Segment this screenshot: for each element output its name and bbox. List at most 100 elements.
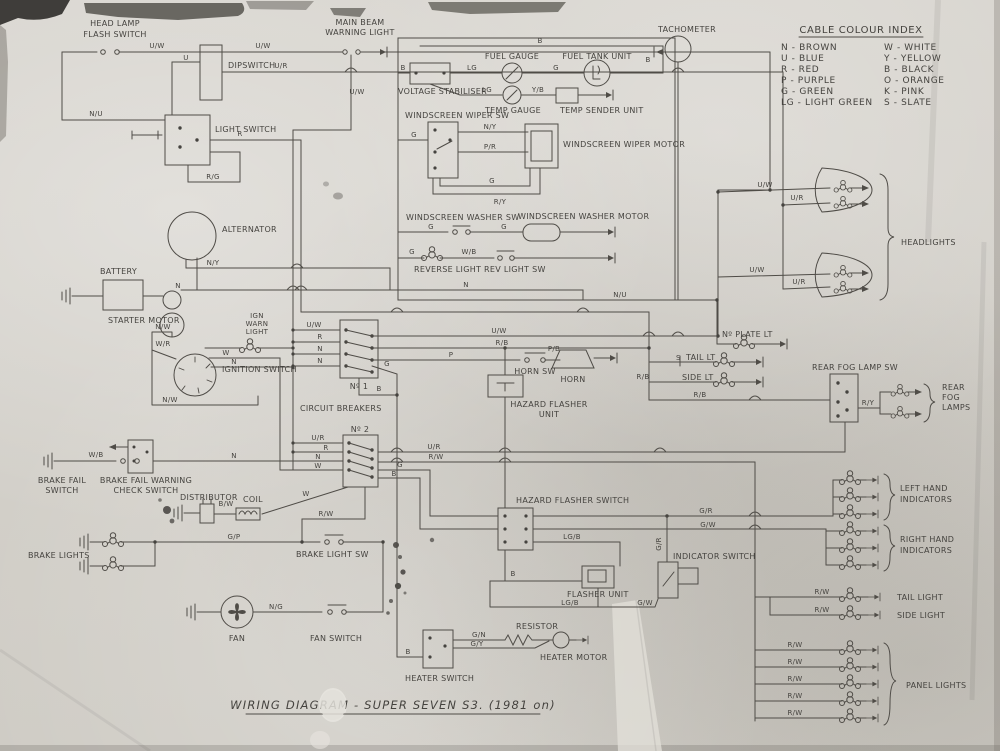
label-brake-lights: BRAKE LIGHTS xyxy=(28,551,90,560)
wire-label: R/W xyxy=(318,510,333,518)
label-ign-warn-light-3: LIGHT xyxy=(246,328,269,336)
label-fuel-gauge: FUEL GAUGE xyxy=(485,52,539,61)
index-entry: W - WHITE xyxy=(884,43,937,53)
label-windscreen-washer-motor: WINDSCREEN WASHER MOTOR xyxy=(518,212,649,221)
wire-label: LG/B xyxy=(563,533,581,541)
wire-label: P xyxy=(449,351,454,359)
label-main-beam-warning-light: MAIN BEAM xyxy=(336,18,385,27)
label-fan-switch: FAN SWITCH xyxy=(310,634,362,643)
wire-label: G/W xyxy=(700,521,716,529)
wire-label: G xyxy=(501,223,507,231)
label-indicator-switch: INDICATOR SWITCH xyxy=(673,552,756,561)
wire-label: G/R xyxy=(699,507,713,515)
label-tail-light: TAIL LIGHT xyxy=(896,593,943,602)
ink-stains xyxy=(158,181,435,615)
wire-label: U/R xyxy=(427,443,440,451)
wire-label: W xyxy=(314,462,321,470)
index-entry: Y - YELLOW xyxy=(883,54,941,64)
index-entry: LG - LIGHT GREEN xyxy=(781,98,873,108)
wire-label: B xyxy=(405,648,410,656)
label-horn-sw: HORN SW xyxy=(514,367,556,376)
wire-code-labels: U/W U/W U U/R N/U R R/G U/W B B LG G B L… xyxy=(89,37,875,717)
wire-label: P/B xyxy=(548,345,560,353)
wire-label: G xyxy=(489,177,495,185)
wire-label: G xyxy=(411,131,417,139)
paper-tear-blotch xyxy=(320,690,346,720)
label-left-hand-indicators: LEFT HAND xyxy=(900,484,948,493)
wire-label: G/W xyxy=(637,599,653,607)
index-entry: N - BROWN xyxy=(781,43,837,53)
wire-label: LG xyxy=(467,64,477,72)
label-distributor: DISTRIBUTOR xyxy=(180,493,238,502)
wire-label: B/W xyxy=(219,500,234,508)
wire-label: R xyxy=(237,130,242,138)
wire-label: W/R xyxy=(155,340,170,348)
wiring-lines xyxy=(43,35,936,726)
label-alternator: ALTERNATOR xyxy=(222,225,277,234)
index-entry: B - BLACK xyxy=(884,65,935,75)
label-temp-sender-unit: TEMP SENDER UNIT xyxy=(559,106,644,115)
wire-label: R/W xyxy=(787,641,802,649)
label-horn: HORN xyxy=(560,375,585,384)
wire-label: B xyxy=(400,64,405,72)
label-main-beam-warning-light-2: WARNING LIGHT xyxy=(325,28,394,37)
title-block: WIRING DIAGRAM - SUPER SEVEN S3. (1981 o… xyxy=(230,690,555,720)
wire-label: N/U xyxy=(89,110,103,118)
wire-label: R/W xyxy=(787,675,802,683)
wire-label: G/N xyxy=(472,631,486,639)
label-windscreen-washer-sw: WINDSCREEN WASHER SW xyxy=(406,213,519,222)
wire-label: G xyxy=(553,64,559,72)
label-tail-lt: TAIL LT xyxy=(685,353,715,362)
label-light-switch: LIGHT SWITCH xyxy=(215,125,276,134)
wire-label: B xyxy=(537,37,542,45)
label-flasher-unit: FLASHER UNIT xyxy=(567,590,629,599)
wire-label: U/R xyxy=(792,278,805,286)
wire-label: R/G xyxy=(206,173,220,181)
wire-label: R xyxy=(317,333,322,341)
label-dipswitch: DIPSWITCH xyxy=(228,61,275,70)
label-breaker-no1: Nº 1 xyxy=(350,382,369,391)
wire-label: R xyxy=(323,444,328,452)
label-side-light: SIDE LIGHT xyxy=(897,611,945,620)
wire-label: G/R xyxy=(655,537,663,551)
wire-label: U/W xyxy=(757,181,772,189)
wire-label: G xyxy=(428,223,434,231)
label-head-lamp-flash-switch-2: FLASH SWITCH xyxy=(83,30,146,39)
wire-label: R/W xyxy=(814,606,829,614)
label-windscreen-wiper-motor: WINDSCREEN WIPER MOTOR xyxy=(563,140,685,149)
wire-label: N xyxy=(317,345,323,353)
label-hazard-flasher-unit-2: UNIT xyxy=(539,410,559,419)
index-entry: O - ORANGE xyxy=(884,76,945,86)
label-hazard-flasher-unit: HAZARD FLASHER xyxy=(510,400,587,409)
wire-label: U/W xyxy=(306,321,321,329)
wire-label: W/B xyxy=(462,248,477,256)
index-entry: K - PINK xyxy=(884,87,925,97)
label-reverse-light: REVERSE LIGHT xyxy=(414,265,481,274)
label-ignition-switch: IGNITION SWITCH xyxy=(222,365,297,374)
wire-label: N/Y xyxy=(207,259,220,267)
index-entry: U - BLUE xyxy=(781,54,824,64)
wire-label: LG xyxy=(482,86,492,94)
label-brake-fail-switch: BRAKE FAIL xyxy=(38,476,86,485)
label-hazard-flasher-switch: HAZARD FLASHER SWITCH xyxy=(516,496,629,505)
label-heater-switch: HEATER SWITCH xyxy=(405,674,474,683)
label-brake-fail-switch-2: SWITCH xyxy=(45,486,78,495)
wire-label: B xyxy=(510,570,515,578)
label-brake-light-sw: BRAKE LIGHT SW xyxy=(296,550,369,559)
wire-label: R/B xyxy=(694,391,707,399)
label-brake-fail-warning-check-switch-2: CHECK SWITCH xyxy=(114,486,179,495)
label-breaker-no2: Nº 2 xyxy=(351,425,370,434)
wire-label: R/B xyxy=(637,373,650,381)
index-entry: G - GREEN xyxy=(781,87,834,97)
wire-label: W/B xyxy=(89,451,104,459)
wire-label: G xyxy=(397,461,403,469)
label-resistor: RESISTOR xyxy=(516,622,558,631)
wire-label: R/B xyxy=(496,339,509,347)
wire-label: R/W xyxy=(787,709,802,717)
label-rear-fog-lamps-3: LAMPS xyxy=(942,403,970,412)
label-fan: FAN xyxy=(229,634,245,643)
